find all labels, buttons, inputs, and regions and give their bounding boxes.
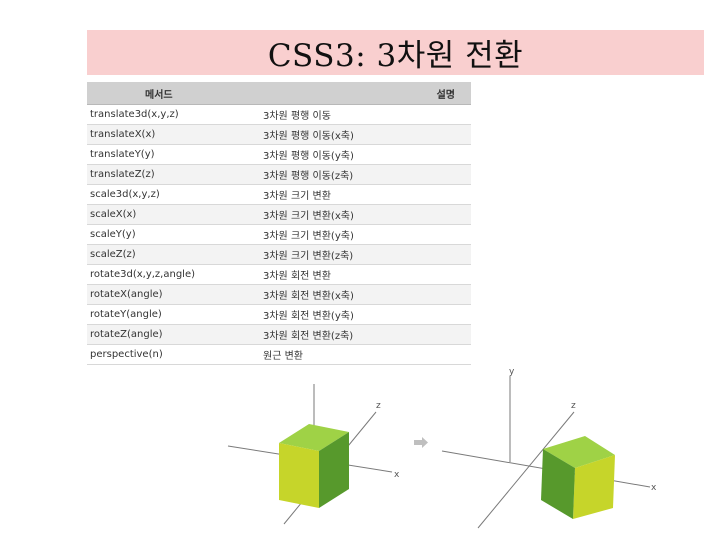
table-header: 메서드 설명 <box>87 82 471 105</box>
right-cube-side <box>541 449 575 519</box>
description-cell: 3차원 평행 이동(y축) <box>263 151 354 162</box>
table-row: rotateY(angle) 3차원 회전 변환(y축) <box>87 305 471 325</box>
right-cube <box>541 436 615 519</box>
table-row: translateY(y) 3차원 평행 이동(y축) <box>87 145 471 165</box>
table-row: rotateZ(angle) 3차원 회전 변환(z축) <box>87 325 471 345</box>
left-cube-side <box>319 432 349 508</box>
right-y-label: y <box>509 367 515 377</box>
method-cell: rotateZ(angle) <box>90 329 163 340</box>
method-cell: translate3d(x,y,z) <box>90 109 179 120</box>
left-cube-front <box>279 443 319 508</box>
table-row: translateZ(z) 3차원 평행 이동(z축) <box>87 165 471 185</box>
method-cell: scaleZ(z) <box>90 249 136 260</box>
table-row: scaleZ(z) 3차원 크기 변환(z축) <box>87 245 471 265</box>
description-cell: 3차원 크기 변환(x축) <box>263 211 354 222</box>
description-cell: 3차원 크기 변환(y축) <box>263 231 354 242</box>
method-cell: translateY(y) <box>90 149 155 160</box>
method-cell: scaleY(y) <box>90 229 136 240</box>
title-bar: CSS3: 3차원 전환 <box>87 30 704 75</box>
description-cell: 3차원 회전 변환(z축) <box>263 331 354 342</box>
transition-arrow-icon <box>414 437 428 448</box>
header-method: 메서드 <box>145 89 173 101</box>
description-cell: 3차원 크기 변환(z축) <box>263 251 354 262</box>
description-cell: 3차원 평행 이동 <box>263 111 331 122</box>
left-cube <box>279 424 349 508</box>
description-cell: 3차원 회전 변환 <box>263 271 331 282</box>
table-row: scaleX(x) 3차원 크기 변환(x축) <box>87 205 471 225</box>
methods-table: 메서드 설명 translate3d(x,y,z) 3차원 평행 이동 trans… <box>87 82 471 365</box>
table-row: perspective(n) 원근 변환 <box>87 345 471 365</box>
method-cell: translateX(x) <box>90 129 156 140</box>
header-description: 설명 <box>436 89 455 101</box>
left-x-label: x <box>394 470 400 480</box>
description-cell: 3차원 회전 변환(y축) <box>263 311 354 322</box>
method-cell: scaleX(x) <box>90 209 137 220</box>
table-row: translate3d(x,y,z) 3차원 평행 이동 <box>87 105 471 125</box>
method-cell: rotateX(angle) <box>90 289 163 300</box>
right-cube-front <box>573 455 615 519</box>
table-row: scale3d(x,y,z) 3차원 크기 변환 <box>87 185 471 205</box>
description-cell: 3차원 크기 변환 <box>263 191 331 202</box>
table-row: scaleY(y) 3차원 크기 변환(y축) <box>87 225 471 245</box>
table-row: rotateX(angle) 3차원 회전 변환(x축) <box>87 285 471 305</box>
description-cell: 3차원 평행 이동(x축) <box>263 131 354 142</box>
left-cube-top <box>279 424 349 451</box>
method-cell: scale3d(x,y,z) <box>90 189 160 200</box>
right-x-label: x <box>651 483 657 493</box>
method-cell: rotateY(angle) <box>90 309 162 320</box>
right-cube-top <box>543 436 615 468</box>
table-row: translateX(x) 3차원 평행 이동(x축) <box>87 125 471 145</box>
description-cell: 원근 변환 <box>263 351 303 362</box>
right-z-label: z <box>571 401 576 411</box>
description-cell: 3차원 평행 이동(z축) <box>263 171 354 182</box>
method-cell: translateZ(z) <box>90 169 155 180</box>
slide-title: CSS3: 3차원 전환 <box>267 38 524 74</box>
left-z-label: z <box>376 401 381 411</box>
right-z-axis <box>477 411 575 529</box>
method-cell: perspective(n) <box>90 349 163 360</box>
method-cell: rotate3d(x,y,z,angle) <box>90 269 196 280</box>
description-cell: 3차원 회전 변환(x축) <box>263 291 354 302</box>
table-row: rotate3d(x,y,z,angle) 3차원 회전 변환 <box>87 265 471 285</box>
